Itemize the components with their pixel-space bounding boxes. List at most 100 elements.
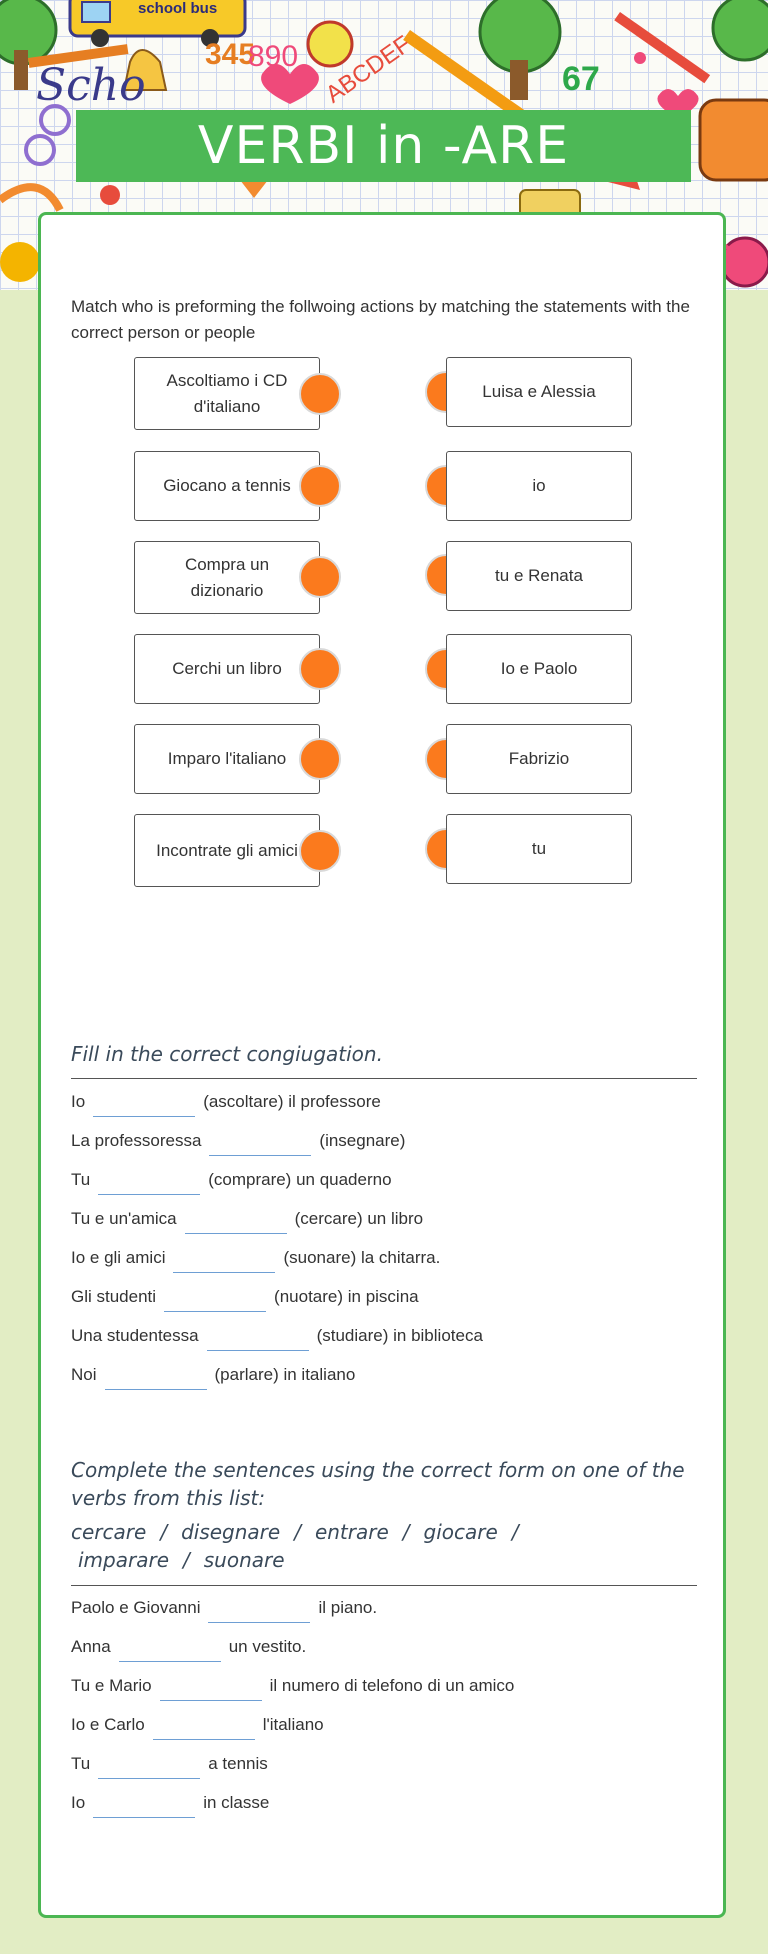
match-right-label: Fabrizio	[508, 749, 570, 768]
complete-before-text: Tu e Mario	[71, 1676, 152, 1695]
fill-after-text: (suonare) la chitarra.	[283, 1248, 441, 1267]
complete-before-text: Tu	[71, 1754, 91, 1773]
verb-word: suonare	[203, 1548, 285, 1572]
complete-after-text: un vestito.	[228, 1637, 307, 1656]
verb-separator: /	[294, 1520, 301, 1544]
fill-after-text: (ascoltare) il professore	[203, 1092, 381, 1111]
match-right-item[interactable]: Fabrizio	[446, 724, 632, 794]
complete-section-heading: Complete the sentences using the correct…	[71, 1458, 685, 1510]
match-right-label: tu e Renata	[495, 566, 583, 585]
fill-row: Tu (comprare) un quaderno	[71, 1165, 392, 1195]
answer-input[interactable]	[98, 1749, 201, 1779]
fill-row: Noi (parlare) in italiano	[71, 1360, 356, 1390]
answer-input[interactable]	[173, 1243, 276, 1273]
complete-after-text: in classe	[203, 1793, 270, 1812]
match-left-label: Giocano a tennis	[163, 476, 291, 495]
match-right-item[interactable]: io	[446, 451, 632, 521]
matching-instructions: Match who is preforming the follwoing ac…	[71, 297, 690, 342]
verb-word: disegnare	[181, 1520, 281, 1544]
fill-after-text: (nuotare) in piscina	[274, 1287, 419, 1306]
answer-input[interactable]	[164, 1282, 267, 1312]
answer-input[interactable]	[93, 1087, 196, 1117]
match-left-item[interactable]: Incontrate gli amici	[134, 814, 320, 887]
numbers-doodle: 345	[205, 38, 256, 71]
page-title: VERBI in -ARE	[197, 116, 570, 176]
fill-after-text: (insegnare)	[319, 1131, 406, 1150]
answer-input[interactable]	[209, 1126, 312, 1156]
complete-before-text: Io	[71, 1793, 86, 1812]
school-text-doodle: Scho	[36, 60, 146, 111]
match-right-item[interactable]: tu e Renata	[446, 541, 632, 611]
bus-sign: school bus	[138, 0, 218, 17]
verb-list: cercare/disegnare/entrare/giocare/	[71, 1518, 701, 1546]
fill-before-text: Gli studenti	[71, 1287, 157, 1306]
fill-before-text: Noi	[71, 1365, 97, 1384]
complete-after-text: il numero di telefono di un amico	[269, 1676, 515, 1695]
answer-input[interactable]	[206, 1321, 309, 1351]
match-right-item[interactable]: tu	[446, 814, 632, 884]
complete-row: Io in classe	[71, 1788, 270, 1818]
answer-input[interactable]	[159, 1671, 262, 1701]
match-connector-dot[interactable]	[299, 738, 341, 780]
fill-before-text: La professoressa	[71, 1131, 202, 1150]
match-left-item[interactable]: Imparo l'italiano	[134, 724, 320, 794]
match-left-label: Compra un dizionario	[184, 554, 270, 600]
verb-list-line-2: imparare / suonare	[78, 1546, 708, 1574]
fill-after-text: (parlare) in italiano	[214, 1365, 356, 1384]
digits-doodle: 67	[562, 60, 600, 98]
complete-after-text: il piano.	[318, 1598, 378, 1617]
complete-after-text: l'italiano	[262, 1715, 324, 1734]
match-left-item[interactable]: Cerchi un libro	[134, 634, 320, 704]
match-connector-dot[interactable]	[299, 648, 341, 690]
answer-input[interactable]	[104, 1360, 207, 1390]
fill-after-text: (cercare) un libro	[294, 1209, 424, 1228]
answer-input[interactable]	[208, 1593, 311, 1623]
match-connector-dot[interactable]	[299, 465, 341, 507]
fill-before-text: Una studentessa	[71, 1326, 199, 1345]
answer-input[interactable]	[184, 1204, 287, 1234]
fill-row: Tu e un'amica (cercare) un libro	[71, 1204, 424, 1234]
answer-input[interactable]	[152, 1710, 255, 1740]
match-left-label: Imparo l'italiano	[167, 749, 287, 768]
divider	[71, 1585, 697, 1586]
fill-row: La professoressa (insegnare)	[71, 1126, 406, 1156]
match-left-item[interactable]: Ascoltiamo i CD d'italiano	[134, 357, 320, 430]
fill-before-text: Tu	[71, 1170, 91, 1189]
match-right-item[interactable]: Luisa e Alessia	[446, 357, 632, 427]
match-connector-dot[interactable]	[299, 556, 341, 598]
fill-after-text: (studiare) in biblioteca	[316, 1326, 483, 1345]
fill-row: Io e gli amici (suonare) la chitarra.	[71, 1243, 441, 1273]
match-connector-dot[interactable]	[299, 830, 341, 872]
match-right-label: io	[532, 476, 546, 495]
verb-word: cercare	[71, 1520, 147, 1544]
match-right-label: tu	[531, 839, 547, 858]
answer-input[interactable]	[93, 1788, 196, 1818]
complete-row: Io e Carlo l'italiano	[71, 1710, 324, 1740]
answer-input[interactable]	[118, 1632, 221, 1662]
fill-row: Io (ascoltare) il professore	[71, 1087, 381, 1117]
school-doodles-illustration	[0, 0, 768, 288]
verb-word: imparare	[78, 1548, 169, 1572]
answer-input[interactable]	[98, 1165, 201, 1195]
fill-before-text: Io	[71, 1092, 86, 1111]
match-left-item[interactable]: Compra un dizionario	[134, 541, 320, 614]
divider	[71, 1078, 697, 1079]
match-left-item[interactable]: Giocano a tennis	[134, 451, 320, 521]
title-bar: VERBI in -ARE	[76, 110, 691, 182]
numbers-doodle-2: 890	[248, 40, 299, 73]
match-right-item[interactable]: Io e Paolo	[446, 634, 632, 704]
fill-row: Una studentessa (studiare) in biblioteca	[71, 1321, 483, 1351]
fill-before-text: Io e gli amici	[71, 1248, 166, 1267]
fill-row: Gli studenti (nuotare) in piscina	[71, 1282, 419, 1312]
verb-separator: /	[183, 1548, 190, 1572]
verb-separator: /	[402, 1520, 410, 1544]
match-connector-dot[interactable]	[299, 373, 341, 415]
complete-before-text: Io e Carlo	[71, 1715, 145, 1734]
fill-after-text: (comprare) un quaderno	[208, 1170, 392, 1189]
fill-before-text: Tu e un'amica	[71, 1209, 177, 1228]
verb-separator: /	[160, 1520, 168, 1544]
complete-before-text: Anna	[71, 1637, 111, 1656]
fill-section-heading: Fill in the correct congiugation.	[71, 1042, 383, 1066]
match-left-label: Ascoltiamo i CD d'italiano	[166, 370, 288, 416]
